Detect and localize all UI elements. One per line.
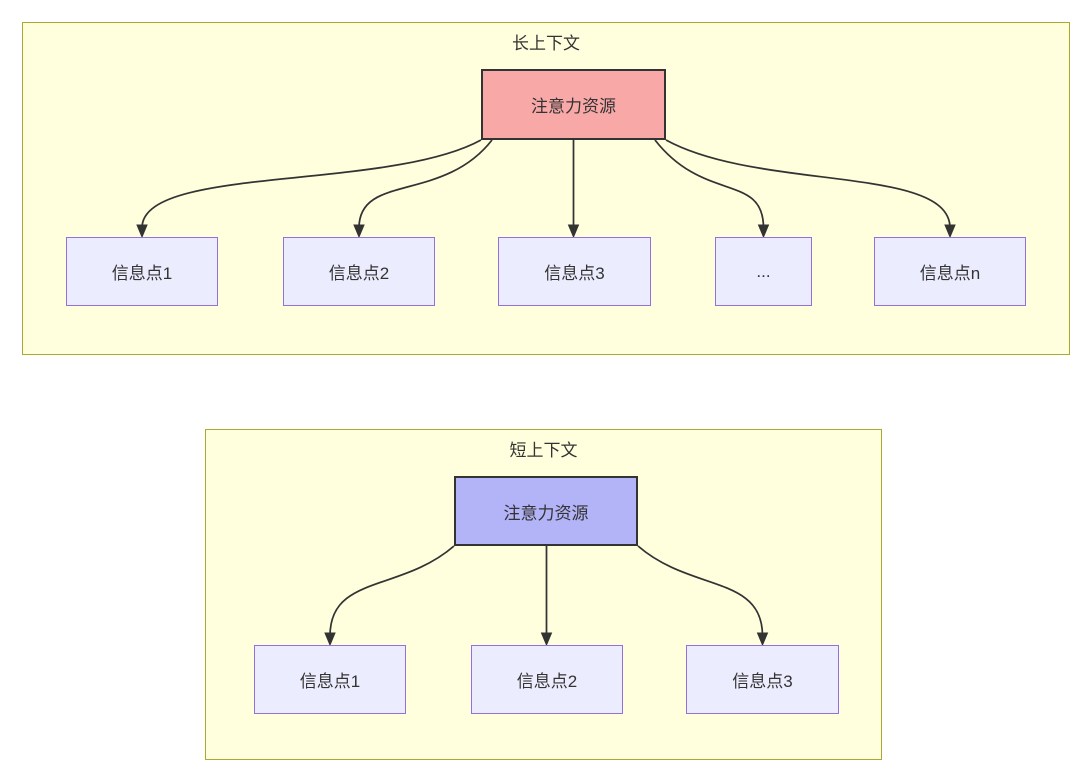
short-context-title: 短上下文 [509,441,578,460]
attention-resource-node-short: 注意力资源 [454,476,638,546]
info-node-3: 信息点3 [498,237,651,306]
edge-attention-to-info1 [329,545,455,637]
arrowhead-icon [324,632,336,647]
info-node-1: 信息点1 [254,645,406,714]
edge-attention-to-info3 [637,545,764,637]
arrowhead-icon [353,224,365,239]
short-context-group: 短上下文 注意力资源 信息点1 信息点2 信息点3 [205,429,882,760]
edge-attention-to-dots [654,139,765,229]
info-node-ellipsis: ... [715,237,812,306]
edge-attention-to-info2 [358,139,493,229]
info-node-n: 信息点n [874,237,1026,306]
long-context-title: 长上下文 [512,34,580,53]
edge-attention-to-info1 [141,139,482,229]
arrowhead-icon [944,224,956,239]
info-node-3: 信息点3 [686,645,839,714]
info-node-2: 信息点2 [471,645,623,714]
info-node-2: 信息点2 [283,237,435,306]
arrowhead-icon [567,224,580,239]
arrowhead-icon [136,224,148,239]
arrowhead-icon [540,632,553,647]
edge-attention-to-infon [665,139,951,229]
attention-resource-node-long: 注意力资源 [481,69,666,140]
arrowhead-icon [756,632,769,647]
info-node-1: 信息点1 [66,237,218,306]
long-context-group: 长上下文 注意力资源 信息点1 信息点2 信息点3 ... 信息点n [22,22,1070,355]
arrowhead-icon [757,224,770,239]
